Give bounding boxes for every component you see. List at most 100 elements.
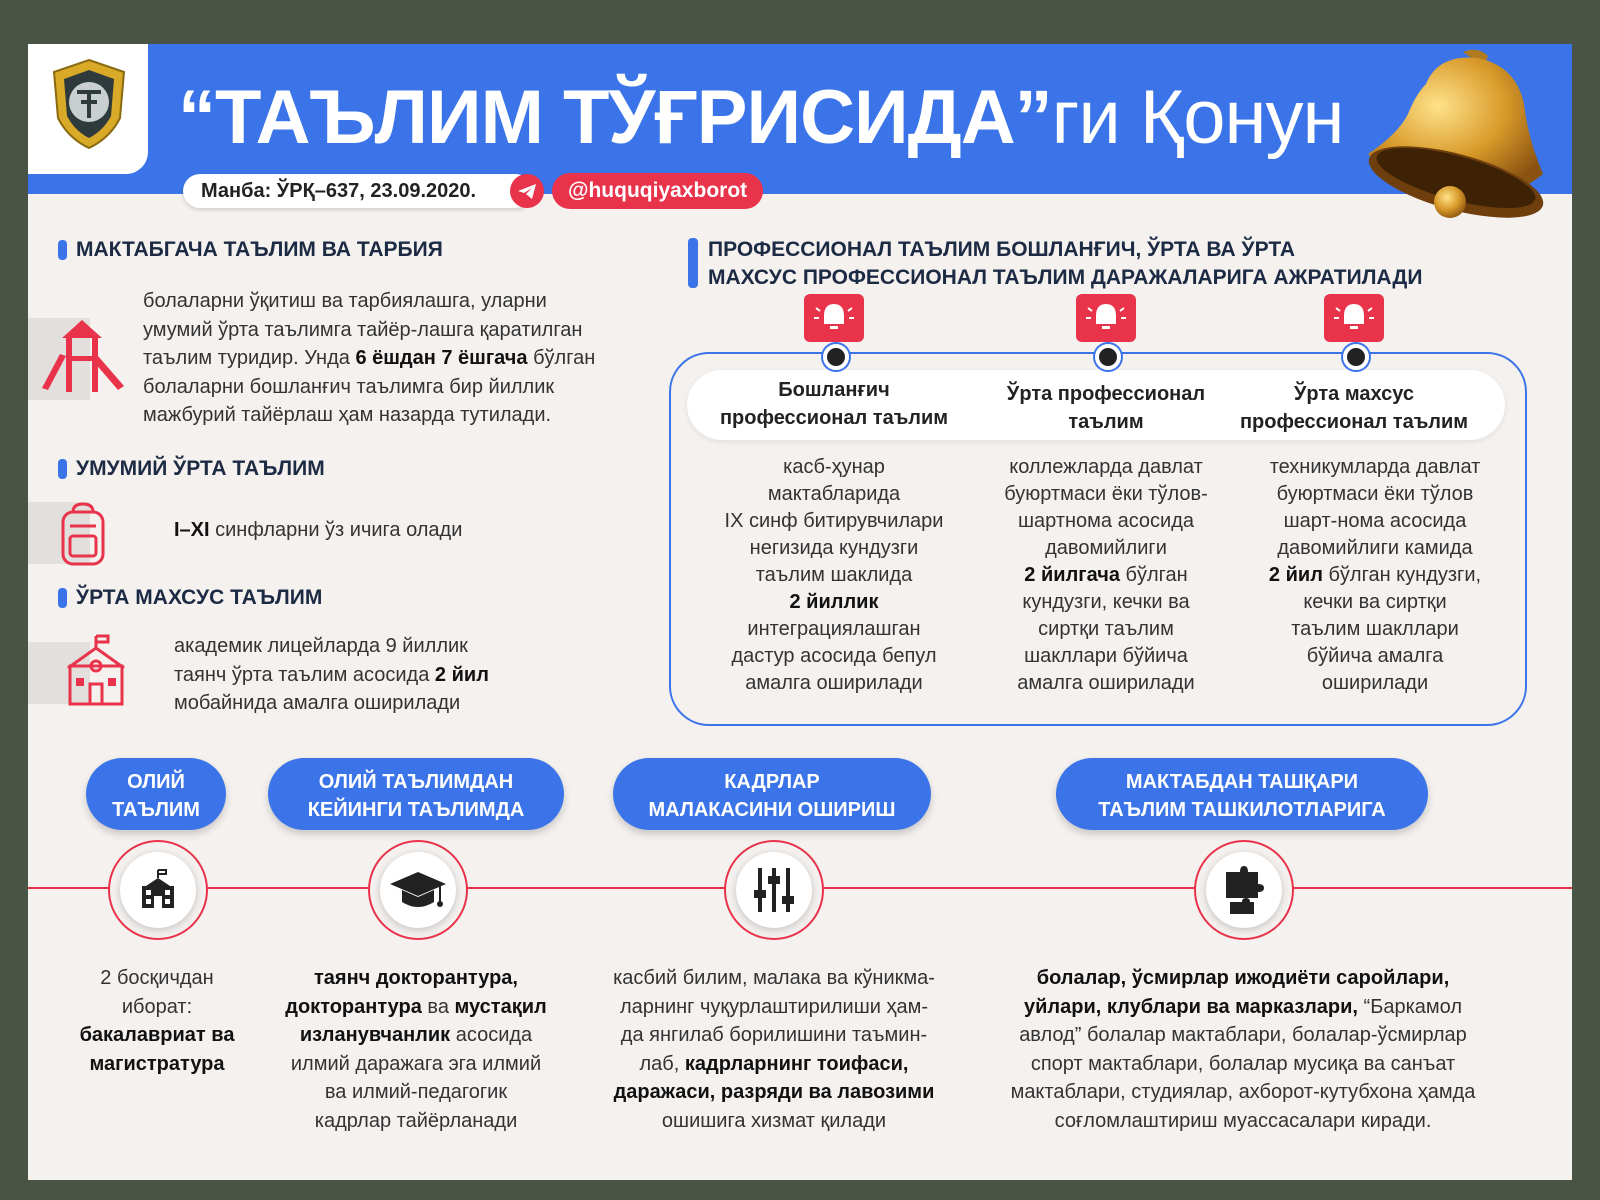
general-desc: синфларни ўз ичига олади — [209, 519, 463, 541]
preschool-line-3a: таълим туридир. Унда — [143, 347, 356, 369]
higher-degree: бакалавриат ва — [79, 1024, 235, 1046]
secondary-line-2a: таянч ўрта таълим асосида — [174, 663, 435, 686]
col2-duration: 2 йилгача — [1024, 564, 1120, 586]
title-rest: ги Қонун — [1051, 75, 1345, 160]
postgrad-circle — [368, 840, 468, 940]
page-title: “ТАЪЛИМ ТЎҒРИСИДА”ги Қонун — [178, 70, 1345, 166]
postgrad-bold: изланувчанлик — [299, 1024, 451, 1046]
col2-heading: Ўрта профессионал таълим — [976, 380, 1236, 436]
col3-duration: 2 йил — [1268, 564, 1323, 586]
training-bold: даражаси, разряди ва лавозими — [613, 1081, 935, 1103]
col3-line: кечки ва сиртқи — [1303, 591, 1447, 613]
postgrad-pill-2: КЕЙИНГИ ТАЪЛИМДА — [307, 799, 525, 821]
col2-line: шакллари бўйича — [1024, 645, 1188, 667]
graduation-cap-icon — [390, 872, 446, 907]
extracurricular-pill-2: ТАЪЛИМ ТАШКИЛОТЛАРИГА — [1098, 799, 1386, 821]
col3-line: буюртмаси ёки тўлов — [1276, 483, 1474, 505]
preschool-title: МАКТАБГАЧА ТАЪЛИМ ВА ТАРБИЯ — [58, 237, 443, 263]
col1-line: IX синф битирувчилари — [724, 510, 944, 532]
extracurricular-bold: уйлари, клублари ва марказлари, — [1024, 995, 1358, 1018]
postgrad-line: ва — [421, 995, 455, 1018]
grades-range: I–XI — [174, 519, 210, 541]
telegram-icon — [510, 174, 544, 208]
university-icon — [142, 869, 174, 908]
higher-line: 2 босқичдан — [100, 967, 214, 989]
secondary-text: академик лицейларда 9 йиллик таянч ўрта … — [174, 632, 594, 718]
bell-icon — [1324, 294, 1384, 342]
col1-line: дастур асосида бепул — [731, 645, 937, 667]
col2-line: бўлган — [1119, 564, 1188, 586]
school-icon — [67, 634, 125, 706]
col3-line: оширилади — [1321, 672, 1429, 694]
postgrad-text: таянч докторантура, докторантура ва муст… — [266, 964, 566, 1135]
secondary-line-3: мобайнида амалга оширилади — [174, 692, 461, 714]
training-line: ошишига хизмат қилади — [661, 1109, 887, 1132]
col3-line: таълим шакллари — [1291, 618, 1459, 640]
col2-line: амалга оширилади — [1017, 672, 1195, 694]
col2-line: шартнома асосида — [1017, 510, 1195, 532]
higher-line: иборат: — [121, 995, 193, 1018]
higher-pill-2: ТАЪЛИМ — [112, 799, 200, 821]
col3-line: давомийлиги камида — [1277, 537, 1473, 559]
col3-line: бўйича амалга — [1306, 645, 1444, 667]
training-line: ларнинг чуқурлаштирилиши ҳам- — [619, 995, 929, 1018]
extracurricular-bold: болалар, ўсмирлар ижодиёти саройлари, — [1036, 967, 1450, 989]
header-banner — [28, 44, 1572, 194]
secondary-title: ЎРТА МАХСУС ТАЪЛИМ — [58, 585, 322, 611]
higher-pill: ОЛИЙ ТАЪЛИМ — [86, 758, 226, 830]
preschool-line-3: таълим туридир. Унда 6 ёшдан 7 ёшгача бў… — [143, 344, 663, 373]
training-text: касбий билим, малака ва кўникма- ларнинг… — [590, 964, 958, 1135]
col1-line: негизида кундузги — [749, 537, 919, 559]
col1-line: таълим шаклида — [755, 564, 913, 586]
col2-text: коллежларда давлат буюртмаси ёки тўлов- … — [976, 454, 1236, 697]
col2-line: коллежларда давлат — [1009, 456, 1203, 478]
postgrad-line: кадрлар тайёрланади — [314, 1109, 518, 1132]
sliders-icon — [754, 868, 794, 912]
training-line: лаб, — [639, 1052, 685, 1075]
extracurricular-line: спорт мактаблари, болалар мусиқа ва санъ… — [1030, 1052, 1456, 1075]
col2-line: буюртмаси ёки тўлов- — [1004, 483, 1208, 505]
col3-line: шарт-нома асосида — [1283, 510, 1467, 532]
extracurricular-line: “Баркамол — [1357, 995, 1462, 1018]
postgrad-line: асосида — [450, 1024, 533, 1046]
col1-line: касб-ҳунар — [783, 456, 885, 478]
puzzle-icon — [1226, 866, 1264, 914]
professional-title-line-1: ПРОФЕССИОНАЛ ТАЪЛИМ БОШЛАНҒИЧ, ЎРТА ВА Ў… — [708, 238, 1295, 261]
secondary-line-2: таянч ўрта таълим асосида 2 йил — [174, 661, 594, 690]
col1-duration: 2 йиллик — [789, 591, 879, 613]
col2-line: кундузги, кечки ва — [1022, 591, 1190, 613]
preschool-line-2: умумий ўрта таълимга тайёр-лашга қаратил… — [143, 318, 583, 341]
col3-heading-2: профессионал таълим — [1239, 411, 1469, 433]
col1-line: амалга оширилади — [745, 672, 923, 694]
backpack-icon — [61, 502, 105, 566]
col1-line: мактабларида — [767, 483, 901, 505]
preschool-text: болаларни ўқитиш ва тарбиялашга, уларни … — [143, 287, 663, 430]
extracurricular-line: соғломлаштириш муассасалари киради. — [1054, 1109, 1432, 1132]
infographic-card: “ТАЪЛИМ ТЎҒРИСИДА”ги Қонун Манба: ЎРҚ–63… — [28, 44, 1572, 1180]
col1-heading: Бошланғич профессионал таълим — [704, 376, 964, 432]
extracurricular-pill: МАКТАБДАН ТАШҚАРИ ТАЪЛИМ ТАШКИЛОТЛАРИГА — [1056, 758, 1428, 830]
higher-pill-1: ОЛИЙ — [127, 771, 185, 793]
training-pill: КАДРЛАР МАЛАКАСИНИ ОШИРИШ — [613, 758, 931, 830]
col3-line: бўлган кундузги, — [1322, 564, 1482, 586]
general-text: I–XI синфларни ўз ичига олади — [174, 516, 574, 545]
postgrad-bold: таянч докторантура, — [314, 967, 518, 989]
col3-heading: Ўрта махсус профессионал таълим — [1224, 380, 1484, 436]
extracurricular-circle — [1194, 840, 1294, 940]
col1-heading-2: профессионал таълим — [719, 407, 949, 429]
extracurricular-line: мактаблари, студиялар, ахборот-кутубхона… — [1010, 1081, 1476, 1103]
col3-text: техникумларда давлат буюртмаси ёки тўлов… — [1245, 454, 1505, 697]
higher-degree: магистратура — [89, 1052, 225, 1075]
higher-text: 2 босқичдан иборат: бакалавриат ва магис… — [48, 964, 266, 1078]
col2-line: давомийлиги — [1045, 537, 1167, 559]
col1-text: касб-ҳунар мактабларида IX синф битирувч… — [704, 454, 964, 697]
telegram-handle[interactable]: @huquqiyaxborot — [552, 173, 764, 209]
col2-heading-2: таълим — [1068, 411, 1144, 433]
training-pill-2: МАЛАКАСИНИ ОШИРИШ — [648, 799, 896, 821]
bell-icon — [804, 294, 864, 342]
training-line: да янгилаб борилишини таъмин- — [620, 1024, 928, 1046]
postgrad-line: илмий даражага эга илмий — [290, 1052, 542, 1075]
logo-box — [28, 44, 148, 174]
postgrad-pill-1: ОЛИЙ ТАЪЛИМДАН — [318, 771, 514, 793]
icon-strip — [28, 642, 90, 704]
